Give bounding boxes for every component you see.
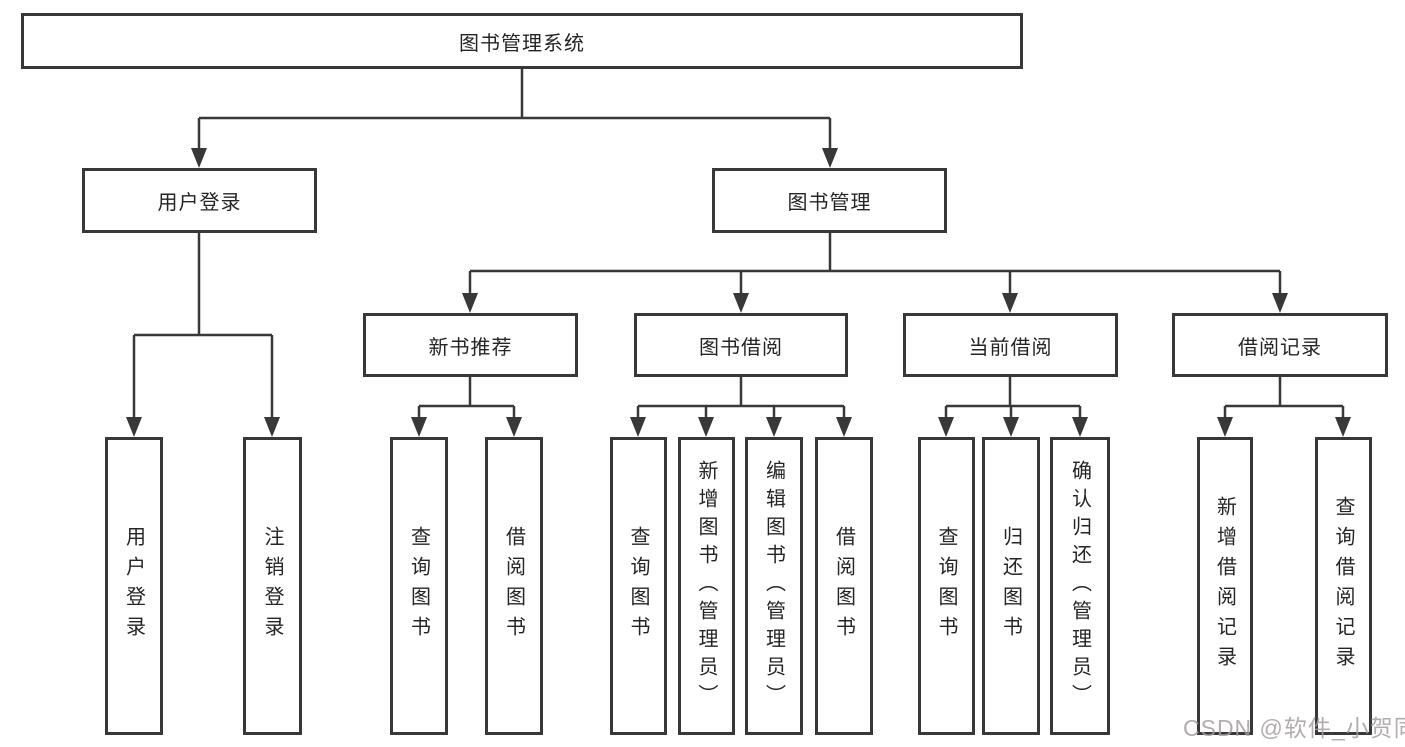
node-new-book-recommend: 新书推荐 <box>363 313 578 377</box>
node-leaf-add-book: 新增图书（管理员） <box>678 437 735 735</box>
watermark: CSDN @软件_小贺同学 <box>1183 715 1405 741</box>
node-leaf-query-borrow-record: 查询借阅记录 <box>1315 437 1372 735</box>
node-leaf-add-borrow-record: 新增借阅记录 <box>1197 437 1253 735</box>
node-leaf-borrow-book-2: 借阅图书 <box>815 437 873 735</box>
node-leaf-edit-book: 编辑图书（管理员） <box>745 437 803 735</box>
node-leaf-query-book-2: 查询图书 <box>610 437 667 735</box>
node-leaf-query-book-3: 查询图书 <box>918 437 975 735</box>
node-book-borrow: 图书借阅 <box>634 313 848 377</box>
node-borrow-record: 借阅记录 <box>1172 313 1388 377</box>
node-leaf-return-book: 归还图书 <box>982 437 1040 735</box>
node-leaf-logout: 注销登录 <box>243 437 302 735</box>
node-current-borrow: 当前借阅 <box>903 313 1118 377</box>
node-leaf-confirm-return: 确认归还（管理员） <box>1050 437 1110 735</box>
node-book-management: 图书管理 <box>712 168 947 233</box>
node-leaf-user-login: 用户登录 <box>105 437 163 735</box>
node-leaf-borrow-book-1: 借阅图书 <box>485 437 543 735</box>
node-user-login: 用户登录 <box>82 168 317 233</box>
node-leaf-query-book-1: 查询图书 <box>390 437 448 735</box>
node-root: 图书管理系统 <box>21 13 1023 69</box>
